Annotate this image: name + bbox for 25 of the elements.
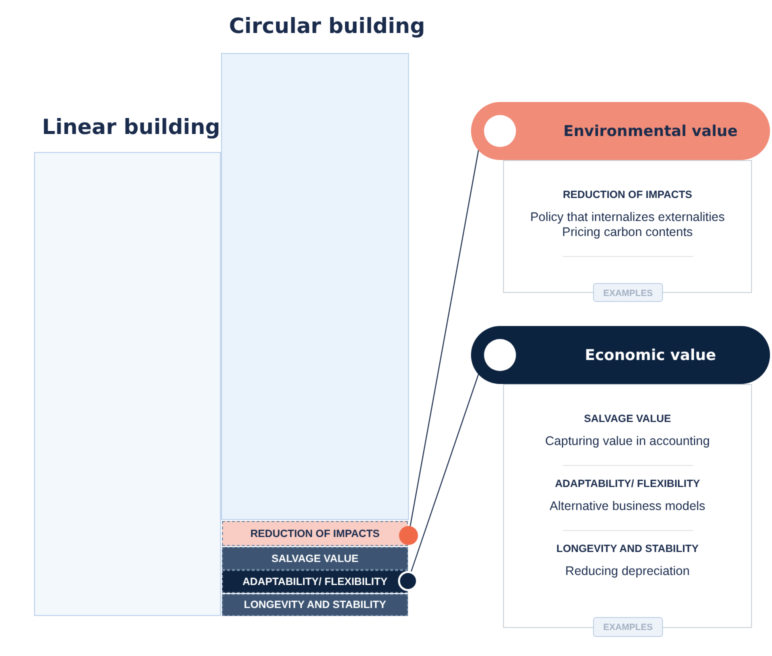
- connector-line: [410, 374, 479, 572]
- connector-dot: [398, 571, 418, 591]
- card-text: Reducing depreciation: [565, 564, 690, 579]
- stacked-segment: REDUCTION OF IMPACTS: [222, 521, 408, 546]
- examples-tab: EXAMPLES: [593, 617, 663, 637]
- connector-line: [410, 150, 479, 527]
- stacked-segment: LONGEVITY AND STABILITY: [222, 594, 408, 616]
- examples-tab: EXAMPLES: [593, 283, 663, 302]
- connector-dot: [399, 526, 418, 545]
- circle-marker: [484, 115, 516, 147]
- circle-marker: [484, 339, 516, 371]
- pill-title: Environmental value: [563, 122, 738, 140]
- card-text: Pricing carbon contents: [562, 225, 693, 240]
- card-text: Policy that internalizes externalities: [530, 210, 725, 225]
- card-heading: SALVAGE VALUE: [584, 413, 671, 425]
- card-text: Capturing value in accounting: [545, 434, 710, 449]
- card-heading: ADAPTABILITY/ FLEXIBILITY: [554, 478, 700, 490]
- card-heading: REDUCTION OF IMPACTS: [562, 189, 692, 201]
- pill-title: Economic value: [584, 346, 716, 364]
- stacked-segment: ADAPTABILITY/ FLEXIBILITY: [222, 570, 408, 593]
- column-heading: Linear building: [42, 115, 220, 139]
- stacked-segment: SALVAGE VALUE: [222, 547, 408, 570]
- card-text: Alternative business models: [550, 499, 706, 514]
- card-heading: LONGEVITY AND STABILITY: [556, 543, 699, 555]
- column-heading: Circular building: [229, 14, 425, 38]
